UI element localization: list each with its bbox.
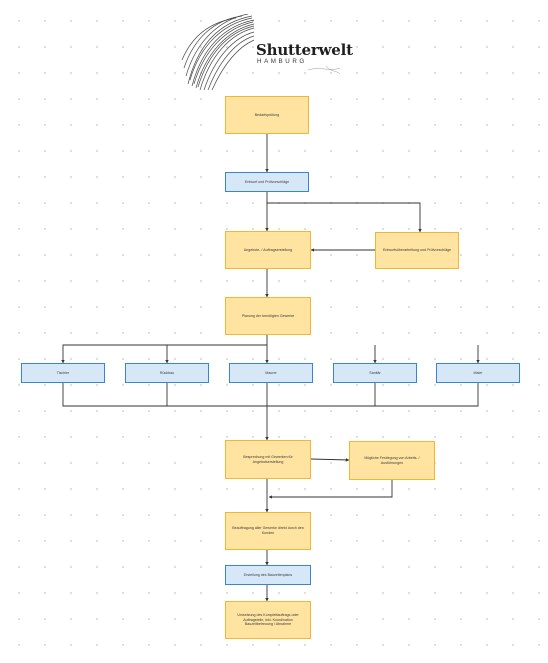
node-tischler[interactable]: Tischler [21, 363, 105, 383]
node-festlegung-ausfuehrungen[interactable]: Mögliche Festlegung von Arbeits- / Ausfü… [349, 441, 435, 480]
node-umsetzung[interactable]: Umsetzung des Komplettauftrags oder Auft… [225, 601, 311, 639]
edge-n5-trades [61, 335, 268, 364]
node-entwurfsueberarbeitung[interactable]: Entwurfsüberarbeitung und Prüfvorschläge [375, 232, 459, 269]
edge-n7-back [268, 480, 393, 499]
logo-subtitle: HAMBURG [257, 58, 307, 65]
node-rueckbau[interactable]: Rückbau [125, 363, 209, 383]
node-bauzeitenplan[interactable]: Erstellung des Bauzeitenplans [225, 565, 311, 585]
node-sanitaer[interactable]: Sanitär [333, 363, 417, 383]
logo-swash-icon [181, 13, 341, 91]
node-besprechung-gewerke[interactable]: Besprechung mit Gewerken für Angebotsers… [225, 440, 311, 479]
node-bedarfspruefung[interactable]: Bedarfsprüfung [225, 96, 309, 134]
shutterwelt-logo [180, 13, 360, 94]
node-planung-gewerke[interactable]: Planung der benötigten Gewerke [225, 297, 311, 335]
node-beauftragung-gewerke[interactable]: Beauftragung aller Gewerke direkt durch … [225, 512, 311, 550]
edge-trades-merge [62, 383, 479, 407]
node-entwurf[interactable]: Entwurf und Prüfvorschläge [225, 172, 309, 192]
node-maler[interactable]: Maler [436, 363, 520, 383]
node-angebot-auftrag[interactable]: Angebote- / Auftragserstellung [225, 231, 311, 269]
node-maurer[interactable]: Maurer [229, 363, 313, 383]
logo-title: Shutterwelt [256, 41, 353, 59]
edge-n2-n3 [267, 202, 422, 233]
edge-n6-n7 [310, 458, 350, 462]
